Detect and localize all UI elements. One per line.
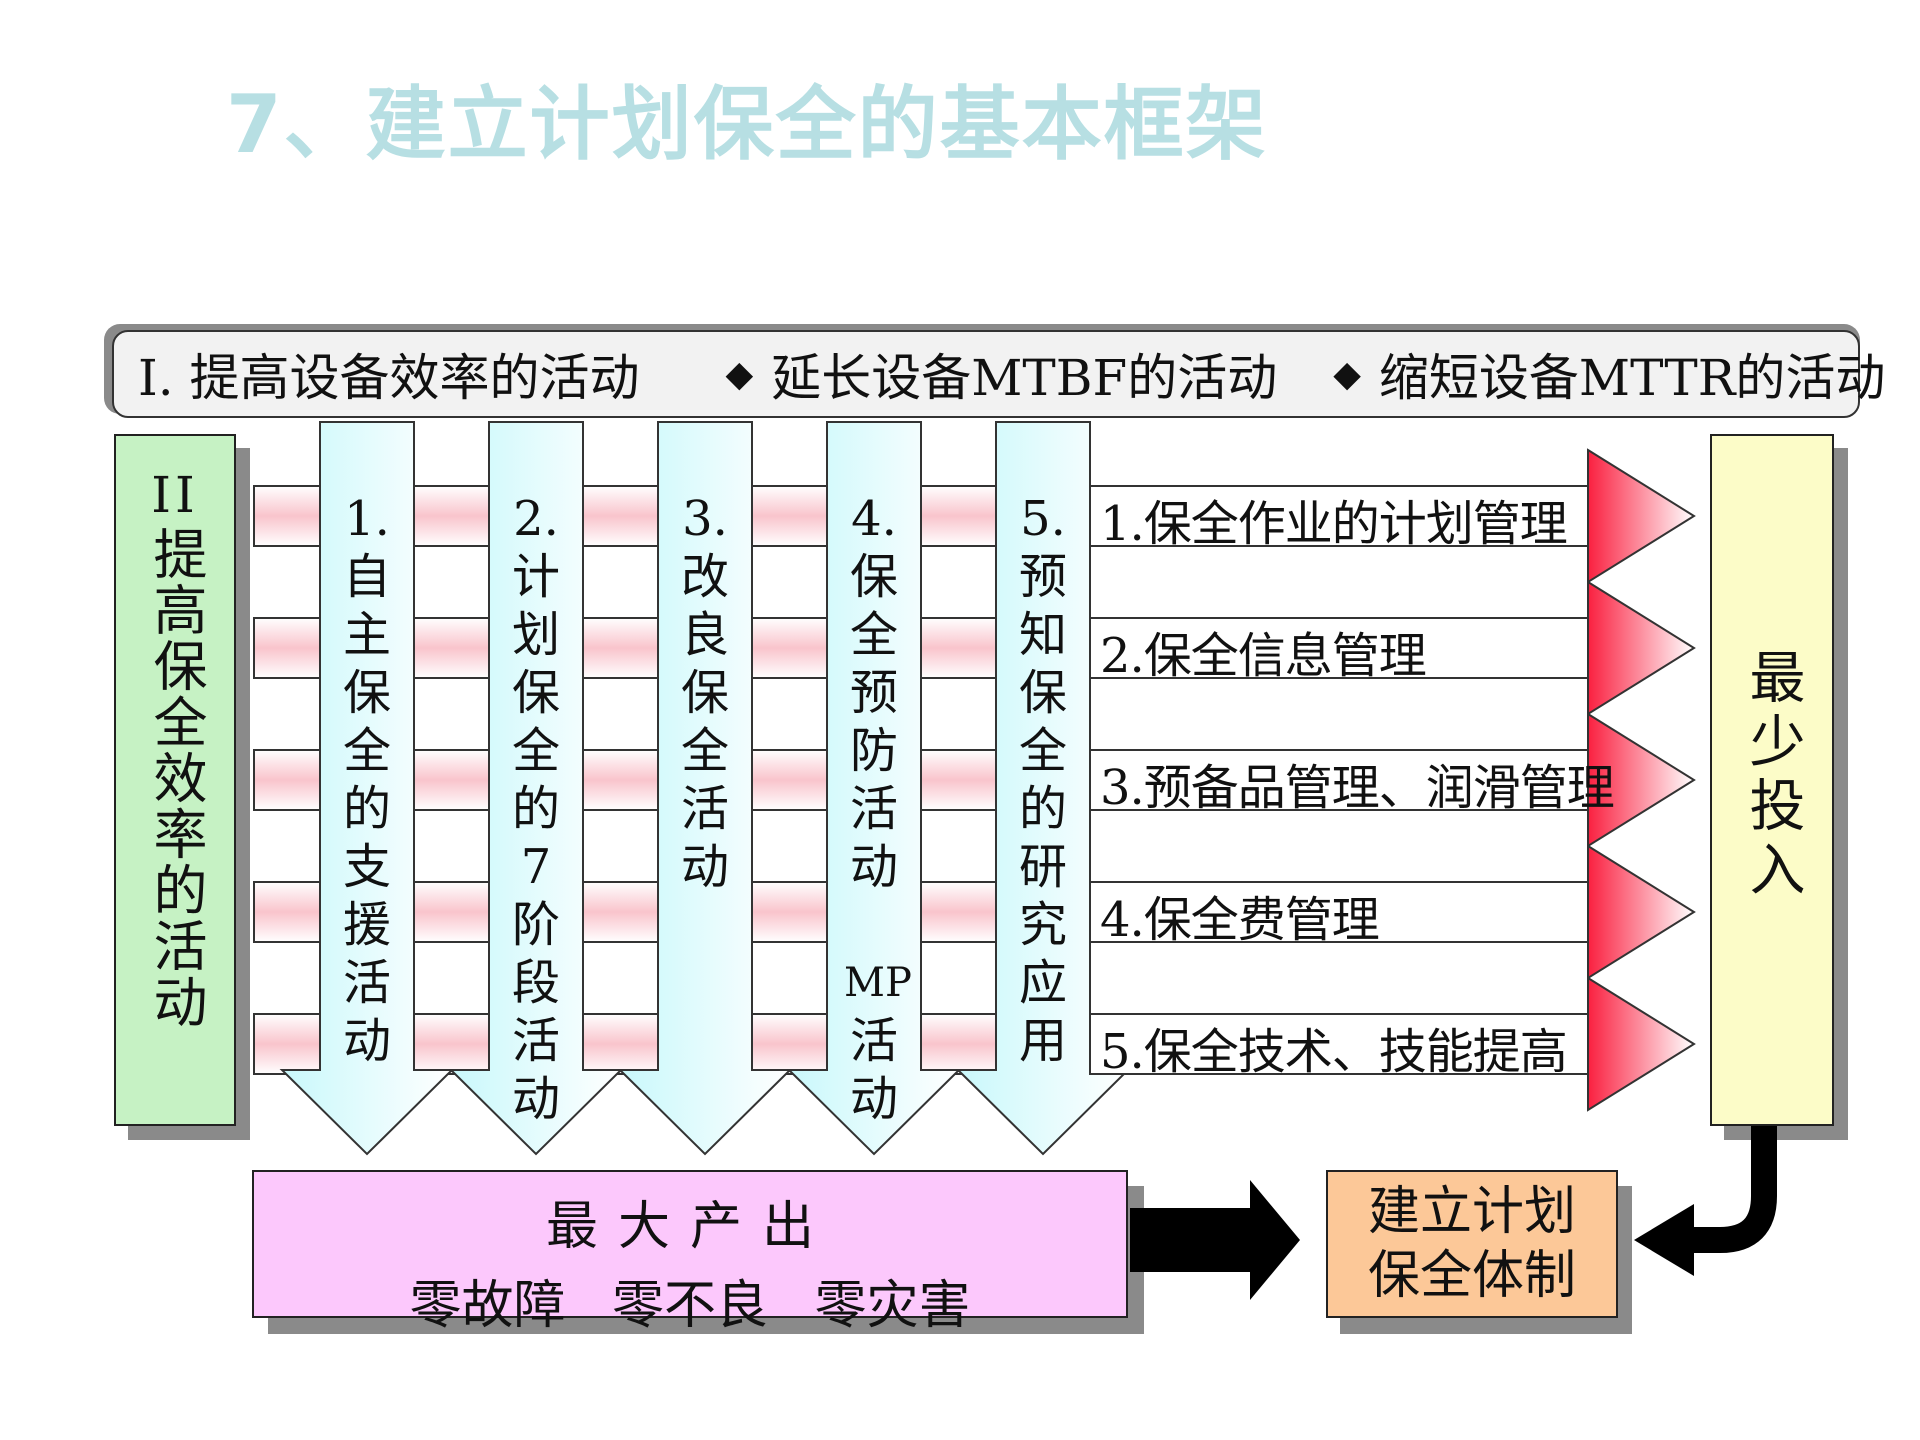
left-box-text: 提高保全效率的活动: [144, 526, 207, 1030]
column-5-char: 用: [1018, 1013, 1067, 1069]
column-text-5: 5.预知保全的研究应用: [1013, 490, 1073, 1070]
column-1-char: 全: [342, 723, 391, 779]
column-2-char: 阶: [511, 897, 560, 953]
column-2-char: 划: [511, 607, 560, 663]
column-2-char: 计: [511, 549, 560, 605]
right-box-min-input: 最少投入: [1710, 434, 1834, 1126]
column-1-char: 支: [342, 839, 391, 895]
left-box-efficiency: II 提高保全效率的活动: [114, 434, 236, 1126]
column-3-char: 全: [680, 723, 729, 779]
column-3-char: 3.: [682, 491, 728, 547]
column-1-char: 1.: [344, 491, 390, 547]
column-2-char: 保: [511, 665, 560, 721]
result-box-line2: 保全体制: [1367, 1246, 1576, 1306]
column-5-char: 研: [1018, 839, 1067, 895]
column-arrows: [279, 421, 1131, 1156]
banner-item-mttr: 缩短设备MTTR的活动: [1378, 349, 1886, 407]
column-4-char: 防: [849, 723, 898, 779]
right-arrow-head-5: [1587, 976, 1696, 1112]
diamond-bullet-icon: ◆: [1333, 353, 1361, 395]
output-box-subtitle: 零故障 零不良 零灾害: [409, 1276, 971, 1336]
column-5-char: 全: [1018, 723, 1067, 779]
column-1-char: 活: [342, 955, 391, 1011]
column-1-char: 保: [342, 665, 391, 721]
right-box-text: 最少投入: [1740, 648, 1805, 904]
result-box-line1: 建立计划: [1367, 1182, 1576, 1242]
output-box-title: 最大产出: [545, 1197, 834, 1257]
right-arrow-head-4: [1587, 844, 1696, 980]
column-2-char: 动: [511, 1071, 560, 1127]
right-arrow-body-2: [1089, 617, 1589, 679]
column-3-char: 良: [680, 607, 729, 663]
column-text-1: 1.自主保全的支援活动: [337, 490, 397, 1070]
result-box: 建立计划 保全体制: [1326, 1170, 1618, 1318]
right-arrow-body-4: [1089, 881, 1589, 943]
column-arrow-2: [448, 421, 624, 1156]
column-2-char: 活: [511, 1013, 560, 1069]
column-5-char: 的: [1018, 781, 1067, 837]
column-text-3: 3.改良保全活动: [675, 490, 735, 896]
column-3-char: 保: [680, 665, 729, 721]
column-5-char: 应: [1018, 955, 1067, 1011]
column-4-char: 4.: [851, 491, 897, 547]
min-input-to-result-arrowhead: [1634, 1204, 1694, 1276]
arrow-text-5: 5.保全技术、技能提高: [1100, 1024, 1568, 1080]
column-3-char: 改: [680, 549, 729, 605]
min-input-to-result-curve: [1690, 1126, 1777, 1253]
column-4-char: MP: [844, 960, 912, 1006]
column-5-char: 预: [1018, 549, 1067, 605]
column-4-char: 保: [849, 549, 898, 605]
column-1-char: 主: [342, 607, 391, 663]
column-2-char: 的: [511, 781, 560, 837]
output-box: 最大产出 零故障 零不良 零灾害: [252, 1170, 1128, 1336]
arrow-text-1: 1.保全作业的计划管理: [1100, 496, 1568, 552]
column-4-char: [844, 896, 904, 954]
arrow-text-3: 3.预备品管理、润滑管理: [1100, 760, 1615, 816]
arrow-text-4: 4.保全费管理: [1100, 892, 1380, 948]
column-2-char: 7: [520, 839, 552, 895]
column-5-char: 究: [1018, 897, 1067, 953]
right-arrow-head-1: [1587, 448, 1696, 584]
right-arrow-body-5: [1089, 1013, 1589, 1075]
column-5-char: 知: [1018, 607, 1067, 663]
left-box-label: II: [151, 466, 199, 524]
column-1-char: 援: [342, 897, 391, 953]
column-5-char: 5.: [1020, 491, 1066, 547]
column-4-char: 活: [849, 1013, 898, 1069]
right-arrow-head-3: [1587, 712, 1696, 848]
column-1-char: 的: [342, 781, 391, 837]
top-banner: I. 提高设备效率的活动 ◆ 延长设备MTBF的活动 ◆ 缩短设备MTTR的活动: [112, 330, 1885, 418]
arrow-text-2: 2.保全信息管理: [1100, 628, 1427, 684]
column-1-char: 自: [342, 549, 391, 605]
banner-item-efficiency: I. 提高设备效率的活动: [138, 349, 640, 407]
column-2-char: 2.: [513, 491, 559, 547]
right-arrows: [1089, 448, 1696, 1112]
column-3-char: 动: [680, 839, 729, 895]
column-3-char: 活: [680, 781, 729, 837]
column-1-char: 动: [342, 1013, 391, 1069]
diamond-bullet-icon: ◆: [725, 353, 754, 395]
column-4-char: 预: [849, 665, 898, 721]
column-arrow-1: [279, 421, 455, 1156]
banner-item-mtbf: 延长设备MTBF的活动: [771, 349, 1278, 407]
column-2-char: 全: [511, 723, 560, 779]
column-arrow-4: [786, 421, 962, 1156]
slide-title: 7、建立计划保全的基本框架: [226, 78, 1268, 171]
column-4-char: 活: [849, 781, 898, 837]
column-4-char: 动: [849, 839, 898, 895]
column-arrow-3: [617, 421, 793, 1156]
output-to-result-arrow: [1130, 1180, 1300, 1300]
column-2-char: 段: [511, 955, 560, 1011]
right-arrow-body-3: [1089, 749, 1589, 811]
column-5-char: 保: [1018, 665, 1067, 721]
column-4-char: 全: [849, 607, 898, 663]
right-arrow-head-2: [1587, 580, 1696, 716]
column-4-char: 动: [849, 1071, 898, 1127]
